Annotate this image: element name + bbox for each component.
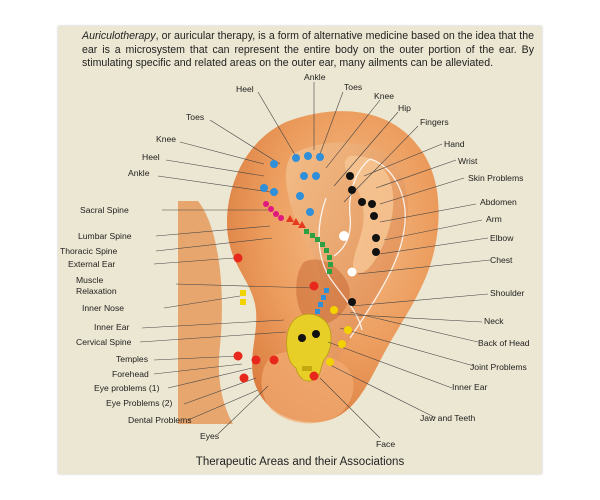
- label-hand: Hand: [444, 139, 465, 149]
- spine-points: [304, 229, 333, 274]
- scaphoid-fossa: [344, 155, 394, 273]
- label-relaxation: Relaxation: [76, 286, 117, 296]
- face-region: [178, 201, 233, 424]
- label-eye-problems-1: Eye problems (1): [94, 383, 160, 393]
- intro-paragraph: Auriculotherapy, or auricular therapy, i…: [82, 30, 534, 71]
- label-shoulder: Shoulder: [490, 288, 525, 298]
- label-thoracic-spine: Thoracic Spine: [60, 246, 118, 256]
- label-back-of-head: Back of Head: [478, 338, 530, 348]
- label-ankle-top: Ankle: [304, 72, 326, 82]
- label-forehead: Forehead: [112, 369, 149, 379]
- cervical-spine-points: [315, 288, 329, 314]
- label-jaw-and-teeth: Jaw and Teeth: [420, 413, 475, 423]
- skull-icon: [286, 313, 332, 382]
- label-heel-left: Heel: [142, 152, 160, 162]
- chest-points: [339, 231, 357, 277]
- label-abdomen: Abdomen: [480, 197, 517, 207]
- label-knee-left: Knee: [156, 134, 176, 144]
- label-temples: Temples: [116, 354, 148, 364]
- ear-diagram: Ankle Toes Heel Knee Hip Toes Fingers Kn…: [60, 72, 530, 449]
- label-eye-problems-2: Eye Problems (2): [106, 398, 173, 408]
- label-muscle: Muscle: [76, 275, 103, 285]
- label-external-ear: External Ear: [68, 259, 115, 269]
- label-inner-nose: Inner Nose: [82, 303, 124, 313]
- jaw-points: [240, 290, 352, 366]
- label-chest: Chest: [490, 255, 513, 265]
- label-skin-problems: Skin Problems: [468, 173, 523, 183]
- label-eyes: Eyes: [200, 431, 219, 441]
- label-face: Face: [376, 439, 395, 449]
- diagram-caption: Therapeutic Areas and their Associations: [195, 456, 405, 468]
- leg-points: [260, 152, 324, 216]
- sacral-points: [263, 201, 284, 221]
- head-points: [233, 253, 319, 383]
- label-toes-left: Toes: [186, 112, 204, 122]
- label-toes-top: Toes: [344, 82, 362, 92]
- label-arm: Arm: [486, 214, 502, 224]
- label-hip: Hip: [398, 103, 411, 113]
- label-sacral-spine: Sacral Spine: [80, 205, 129, 215]
- label-neck: Neck: [484, 316, 504, 326]
- diagram-card: Auriculotherapy, or auricular therapy, i…: [58, 26, 542, 474]
- label-heel-top: Heel: [236, 84, 254, 94]
- earlobe: [261, 351, 354, 424]
- label-cervical-spine: Cervical Spine: [76, 337, 132, 347]
- arm-points: [346, 172, 380, 306]
- label-fingers: Fingers: [420, 117, 449, 127]
- label-joint-problems: Joint Problems: [470, 362, 527, 372]
- label-dental-problems: Dental Problems: [128, 415, 192, 425]
- labels: Ankle Toes Heel Knee Hip Toes Fingers Kn…: [60, 72, 530, 449]
- label-inner-ear-right: Inner Ear: [452, 382, 487, 392]
- label-inner-ear-left: Inner Ear: [94, 322, 129, 332]
- label-elbow: Elbow: [490, 233, 514, 243]
- label-wrist: Wrist: [458, 156, 478, 166]
- intro-term: Auriculotherapy: [82, 30, 156, 42]
- lumbar-points: [286, 215, 306, 228]
- leader-lines: [139, 82, 491, 439]
- label-ankle-left: Ankle: [128, 168, 150, 178]
- label-knee-top: Knee: [374, 91, 394, 101]
- intro-text: , or auricular therapy, is a form of alt…: [82, 30, 534, 70]
- label-lumbar-spine: Lumbar Spine: [78, 231, 132, 241]
